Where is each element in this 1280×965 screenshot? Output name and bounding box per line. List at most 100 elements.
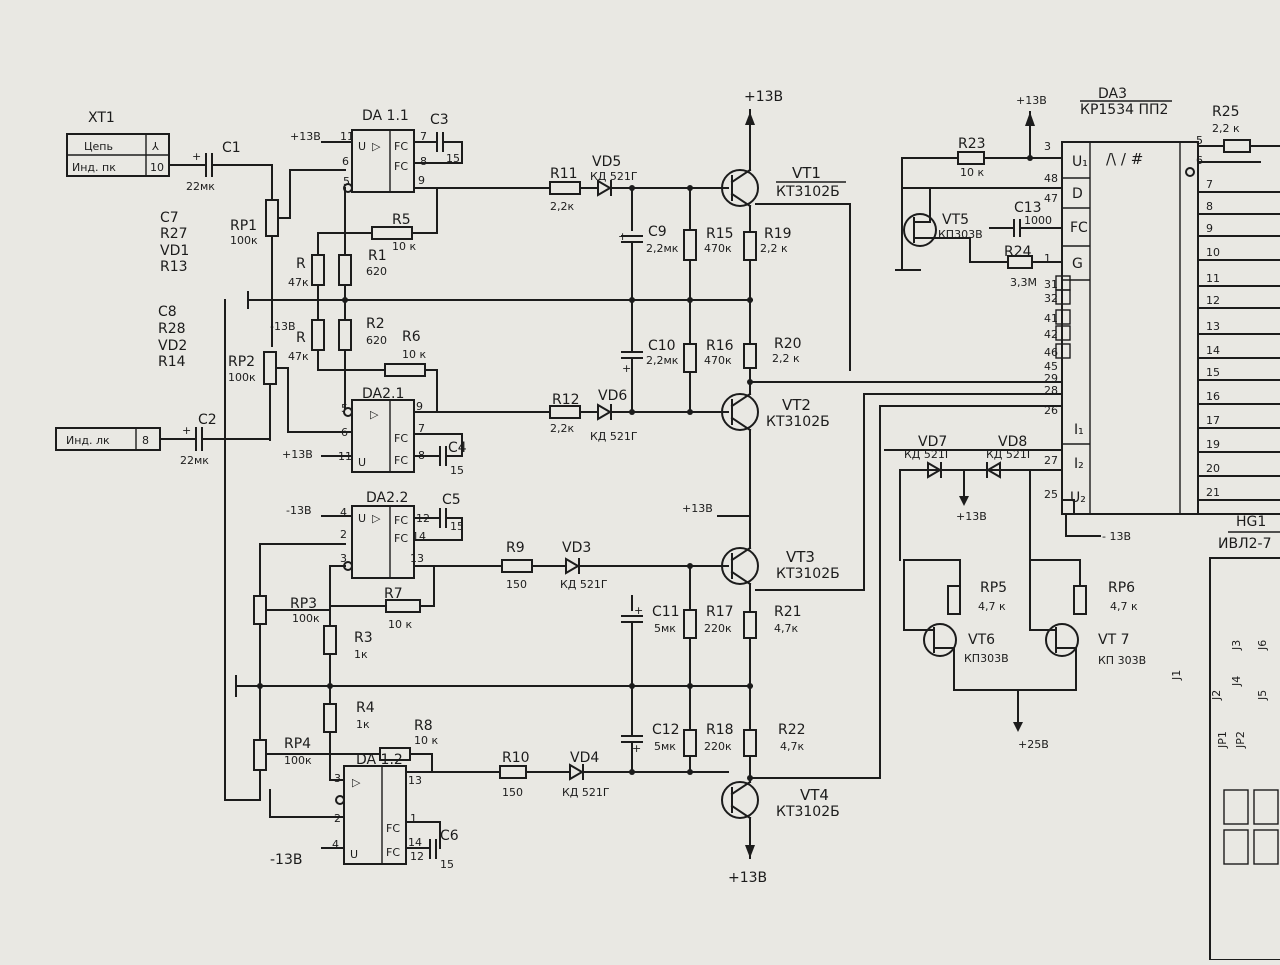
c11-name: C11 bbox=[652, 604, 680, 620]
lk-pin: 8 bbox=[142, 434, 149, 447]
c1-value: 22мк bbox=[186, 180, 215, 193]
r21-name: R21 bbox=[774, 604, 802, 620]
da3-left-pin: 32 bbox=[1044, 292, 1058, 305]
capacitor-c6: C6 15 bbox=[429, 828, 459, 871]
vd4-name: VD4 bbox=[570, 750, 599, 766]
resistor-r19: R19 2,2 к bbox=[743, 226, 792, 345]
da3-left-pin: 26 bbox=[1044, 404, 1058, 417]
da3-right-pin: 10 bbox=[1206, 246, 1220, 259]
da11-pin: 9 bbox=[418, 174, 425, 187]
r24-value: 3,3М bbox=[1010, 276, 1037, 289]
da3-supply: +13В bbox=[1016, 94, 1047, 107]
svg-text:+: + bbox=[182, 424, 191, 437]
da3-left-pin: 46 bbox=[1044, 346, 1058, 359]
da22-pin: 2 bbox=[340, 528, 347, 541]
da3-right-pin: 12 bbox=[1206, 294, 1220, 307]
da3-left-pin: 31 bbox=[1044, 278, 1058, 291]
rp2-value: 100к bbox=[228, 371, 256, 384]
opamp-da1-1: DA 1.1 U ▷ FC FC 11 6 5 7 8 9 +13В bbox=[290, 108, 551, 301]
resistor-r8: R8 10 к bbox=[329, 718, 438, 773]
vd3-value: КД 521Г bbox=[560, 578, 608, 591]
c13-value: 1000 bbox=[1024, 214, 1052, 227]
da3-right-pin: 15 bbox=[1206, 366, 1220, 379]
c10-value: 2,2мк bbox=[646, 354, 679, 367]
da3-left-pin: 29 bbox=[1044, 372, 1058, 385]
da3-left-pin: 27 bbox=[1044, 454, 1058, 467]
r18-name: R18 bbox=[706, 722, 734, 738]
da22-fc1: FC bbox=[394, 514, 408, 527]
pot-rp2: RP2 100к bbox=[228, 351, 289, 441]
diode-vd5: VD5 КД 521Г bbox=[590, 154, 729, 197]
pot-rp1: RP1 100к bbox=[230, 164, 346, 347]
plus25-supply: +25В bbox=[1018, 738, 1049, 751]
connector-xt1: XT1 Цепь ⅄ Инд. пк 10 bbox=[66, 110, 170, 177]
c2-name: C2 bbox=[198, 412, 217, 428]
hg1-jumper: JP2 bbox=[1234, 731, 1247, 749]
da3-left-pin: 42 bbox=[1044, 328, 1058, 341]
r12-value: 2,2к bbox=[550, 422, 574, 435]
diode-vd6: VD6 КД 521Г bbox=[590, 388, 729, 443]
vt4-name: VT4 bbox=[800, 786, 829, 804]
hg1-name: HG1 bbox=[1236, 514, 1266, 530]
resistor-r23: R23 10 к bbox=[901, 136, 1063, 179]
diode-vd8: VD8 КД 521Г bbox=[986, 434, 1034, 479]
resistor-r15: R15 470к bbox=[683, 226, 734, 301]
r-b-value: 47к bbox=[288, 350, 309, 363]
diode-vd7: VD7 КД 521Г bbox=[904, 434, 952, 479]
pot-rp5: RP5 4,7 к bbox=[903, 559, 1007, 631]
r16-name: R16 bbox=[706, 338, 734, 354]
r23-value: 10 к bbox=[960, 166, 984, 179]
capacitor-c11: + C11 5мк bbox=[621, 604, 680, 687]
resistor-r3: R3 1к bbox=[323, 609, 373, 687]
resistor-r5: R5 10 к bbox=[344, 187, 438, 253]
parts-list-1-item: C7 bbox=[160, 210, 179, 226]
da12-name: DA 1.2 bbox=[356, 752, 403, 768]
da3-sym-g: G bbox=[1072, 256, 1083, 272]
vt1-name: VT1 bbox=[792, 164, 821, 182]
c4-value: 15 bbox=[450, 464, 464, 477]
c12-name: C12 bbox=[652, 722, 680, 738]
da21-tri: ▷ bbox=[370, 408, 379, 421]
r7-name: R7 bbox=[384, 586, 403, 602]
transistor-vt7: VT 7 КП 303В bbox=[1029, 623, 1146, 691]
vt1-value: КТ3102Б bbox=[776, 184, 840, 200]
r19-value: 2,2 к bbox=[760, 242, 788, 255]
r18-value: 220к bbox=[704, 740, 732, 753]
da12-pin: 1 bbox=[410, 812, 417, 825]
r23-name: R23 bbox=[958, 136, 986, 152]
connector-lk: Инд. лк 8 bbox=[55, 427, 161, 451]
r-name: R bbox=[296, 256, 306, 272]
da3-right-pin: 7 bbox=[1206, 178, 1213, 191]
resistor-r1: R1 620 bbox=[338, 232, 387, 286]
rp6-value: 4,7 к bbox=[1110, 600, 1138, 613]
da3-left-pin: 3 bbox=[1044, 140, 1051, 153]
c10-name: C10 bbox=[648, 338, 676, 354]
da11-pin: 7 bbox=[420, 130, 427, 143]
capacitor-c3: C3 15 bbox=[429, 112, 463, 165]
da22-pin: 3 bbox=[340, 552, 347, 565]
r10-value: 150 bbox=[502, 786, 523, 799]
da3-left-pin: 28 bbox=[1044, 384, 1058, 397]
r1-name: R1 bbox=[368, 248, 387, 264]
da11-tri: ▷ bbox=[372, 140, 381, 153]
c5-value: 15 bbox=[450, 520, 464, 533]
da12-pin: 4 bbox=[332, 838, 339, 851]
rp5-value: 4,7 к bbox=[978, 600, 1006, 613]
vt7-name: VT 7 bbox=[1098, 632, 1130, 648]
r10-name: R10 bbox=[502, 750, 530, 766]
r20-value: 2,2 к bbox=[772, 352, 800, 365]
c2-value: 22мк bbox=[180, 454, 209, 467]
r11-value: 2,2к bbox=[550, 200, 574, 213]
r15-value: 470к bbox=[704, 242, 732, 255]
pot-rp4: RP4 100к bbox=[224, 299, 343, 818]
da3-type: КР1534 ПП2 bbox=[1080, 102, 1168, 118]
r-b-supply: -13В bbox=[270, 320, 296, 333]
da3-neg-supply: - 13В bbox=[1102, 530, 1131, 543]
vt1-supply: +13В bbox=[744, 89, 783, 105]
hg1-jumper: JP1 bbox=[1216, 731, 1229, 749]
da11-pin: 8 bbox=[420, 155, 427, 168]
resistor-r-bottom: R 47к -13В bbox=[270, 299, 346, 371]
diode-vd4: VD4 КД 521Г bbox=[562, 750, 729, 799]
vt4-supply: +13В bbox=[728, 870, 767, 886]
